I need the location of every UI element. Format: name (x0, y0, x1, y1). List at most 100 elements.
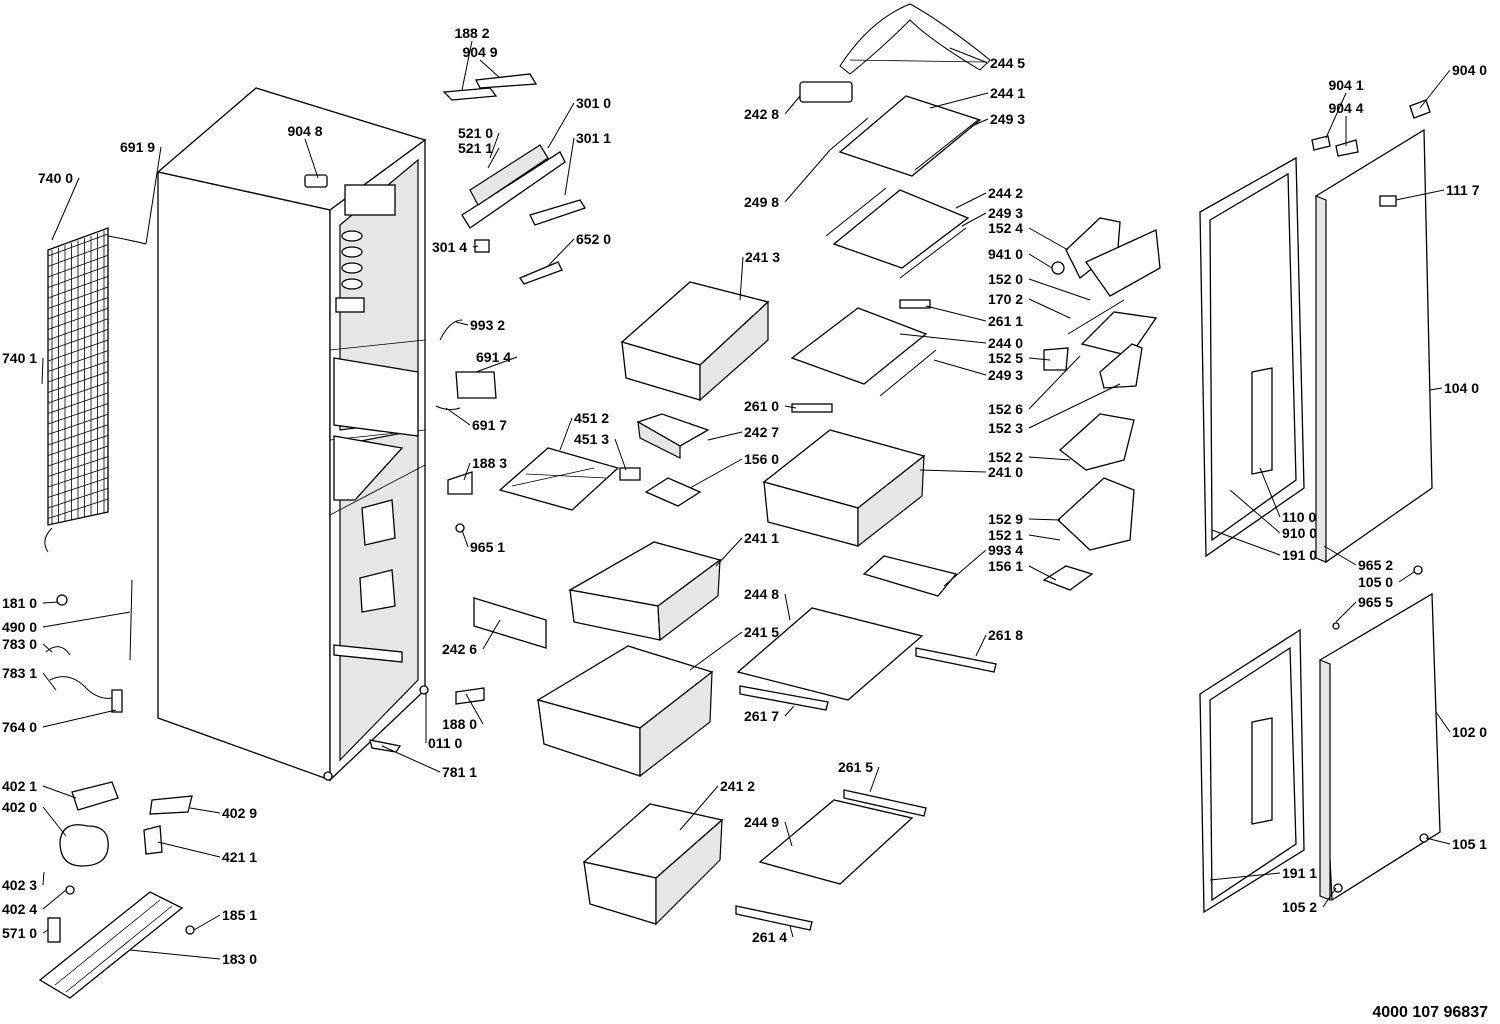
part-label-2412: 241 2 (720, 778, 755, 794)
leader-line (1435, 711, 1451, 733)
part-label-1851: 185 1 (222, 907, 257, 923)
leader-line (929, 92, 989, 109)
leader-line (547, 238, 575, 267)
leader-line (1028, 355, 1081, 410)
part-label-3014: 301 4 (432, 239, 467, 255)
leader-line (1028, 298, 1071, 319)
leader-line (1028, 534, 1061, 541)
part-label-2615: 261 5 (838, 759, 873, 775)
part-label-1880: 188 0 (442, 716, 477, 732)
leader-line (381, 745, 441, 773)
part-label-7811: 781 1 (442, 764, 477, 780)
part-label-1117: 111 7 (1446, 182, 1480, 198)
part-label-6919: 691 9 (120, 139, 155, 155)
leader-line (547, 102, 575, 149)
part-label-4029: 402 9 (222, 805, 257, 821)
leader-line (489, 132, 500, 159)
leader-line (42, 643, 53, 653)
part-label-1050: 105 0 (1358, 574, 1393, 590)
leader-line (784, 593, 791, 621)
part-label-7830: 783 0 (2, 636, 37, 652)
leader-line (42, 611, 131, 628)
leader-line (739, 256, 744, 301)
leader-line (1395, 189, 1445, 201)
leader-line (1419, 69, 1451, 109)
part-label-6917: 691 7 (472, 417, 507, 433)
part-label-2428: 242 8 (744, 106, 779, 122)
part-label-4021: 402 1 (2, 778, 37, 794)
part-label-1883: 188 3 (472, 455, 507, 471)
leader-line (42, 672, 57, 691)
leader-line (614, 438, 627, 471)
leader-line (41, 357, 44, 385)
part-label-1020: 102 0 (1452, 724, 1487, 740)
part-label-9044: 904 4 (1328, 100, 1363, 116)
part-label-1702: 170 2 (988, 291, 1023, 307)
leader-line (461, 40, 473, 91)
leader-line (445, 407, 471, 426)
part-label-2617: 261 7 (744, 708, 779, 724)
leader-line (899, 333, 987, 344)
leader-line (784, 821, 793, 847)
leader-line (679, 785, 719, 831)
part-label-9410: 941 0 (988, 246, 1023, 262)
leader-line (961, 212, 987, 227)
part-label-2440: 244 0 (988, 335, 1023, 351)
part-label-2611: 261 1 (988, 313, 1023, 329)
part-label-4512: 451 2 (574, 410, 609, 426)
part-label-9652: 965 2 (1358, 557, 1393, 573)
part-label-9100: 910 0 (1282, 525, 1317, 541)
leader-line (455, 321, 469, 326)
leader-line (42, 871, 45, 886)
compressor-assembly (38, 579, 195, 999)
leader-line (1322, 887, 1337, 908)
part-label-7401: 740 1 (2, 350, 37, 366)
part-label-1526: 152 6 (988, 401, 1023, 417)
part-label-9048: 904 8 (287, 123, 322, 139)
part-label-7640: 764 0 (2, 719, 37, 735)
part-label-4513: 451 3 (574, 431, 609, 447)
leader-line (1259, 467, 1281, 518)
leader-line (461, 529, 469, 548)
document-code: 4000 107 96837 (1372, 1004, 1488, 1021)
part-label-2448: 244 8 (744, 586, 779, 602)
leader-line (189, 807, 221, 814)
part-label-2411: 241 1 (744, 530, 779, 546)
part-label-1882: 188 2 (454, 25, 489, 41)
part-label-1521: 152 1 (988, 527, 1023, 543)
leader-line (193, 914, 221, 931)
part-label-9934: 993 4 (988, 542, 1023, 558)
part-label-2410: 241 0 (988, 464, 1023, 480)
part-label-5210: 521 0 (458, 125, 493, 141)
leader-line (129, 949, 221, 960)
part-label-2426: 242 6 (442, 641, 477, 657)
leader-line (715, 537, 743, 567)
part-label-2413: 241 3 (745, 249, 780, 265)
part-label-2498: 249 8 (744, 194, 779, 210)
leader-line (42, 806, 67, 837)
leader-line (1429, 387, 1443, 391)
leader-line (784, 705, 795, 717)
part-label-9655: 965 5 (1358, 594, 1393, 610)
leader-line (1211, 529, 1281, 556)
part-label-1524: 152 4 (988, 220, 1023, 236)
part-label-5211: 521 1 (458, 140, 493, 156)
leader-line (1325, 92, 1347, 139)
part-label-1910: 191 0 (1282, 547, 1317, 563)
part-label-2441: 244 1 (990, 85, 1025, 101)
leader-line (784, 405, 797, 409)
leader-line (472, 245, 479, 248)
part-label-2618: 261 8 (988, 627, 1023, 643)
part-label-9932: 993 2 (470, 317, 505, 333)
leader-line (463, 462, 471, 481)
leader-line (1398, 571, 1415, 583)
leader-line (925, 305, 987, 322)
door-bins (862, 217, 1161, 597)
part-label-2442: 244 2 (988, 185, 1023, 201)
leader-line (42, 889, 67, 910)
part-label-2427: 242 7 (744, 424, 779, 440)
leader-line (689, 458, 743, 489)
leader-line (1028, 518, 1061, 521)
refrigerator-doors (1199, 99, 1441, 914)
